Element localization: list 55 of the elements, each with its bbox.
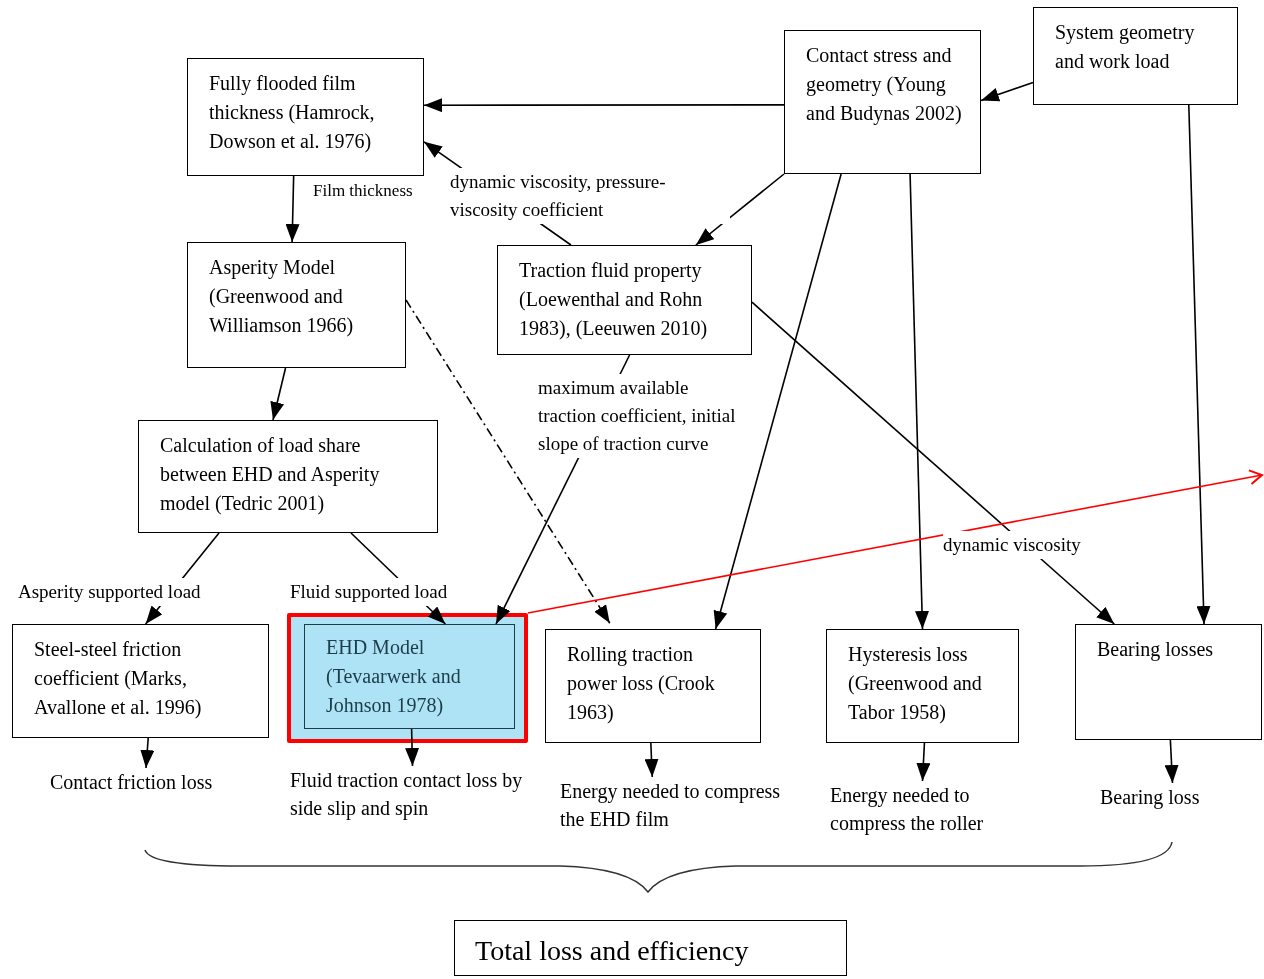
process-box [1033,7,1238,105]
highlight-frame [287,613,528,743]
model-box [304,624,515,729]
result-text: Energy needed to compress the EHD film [560,777,785,833]
arrow [140,737,155,769]
box-text: EHD Model (Tevaarwerk and Johnson 1978) [326,635,462,719]
box-text: Bearing losses [1097,637,1214,663]
arrow [980,81,1034,102]
box-text: Contact stress and geometry (Young and Budynas 2002) [806,43,963,127]
box-text: Fully flooded film thickness (Hamrock, Dowson et al. 1976) [209,71,376,155]
arrow [423,141,572,246]
box-text: Traction fluid property (Loewenthal and Rohn 1983), (Leeuwen 2010) [519,258,709,342]
box-text: Calculation of load share between EHD and Asperity model (Tedric 2001) [160,433,381,517]
result-text: Fluid traction contact loss by side slip and spin [290,766,535,826]
edge-label: maximum available traction coefficient, initial slope of traction curve [538,374,738,458]
box-text: System geometry and work load [1055,20,1196,74]
box-text: Total loss and efficiency [475,934,749,968]
edge-label: Asperity supported load [18,578,201,606]
process-box [138,420,438,533]
arrow [423,98,785,113]
box-text: Asperity Model (Greenwood and Williamson 1966) [209,255,355,339]
edge-label: Fluid supported load [290,578,448,606]
arrow [405,728,420,767]
arrow [527,469,1263,614]
result-text: Bearing loss [1100,783,1225,813]
process-box [1075,624,1262,740]
arrow [695,173,785,246]
process-box [12,624,269,738]
process-box [187,58,424,176]
arrow [285,175,300,243]
edge-label: dynamic viscosity [943,531,1081,559]
arrow [1188,104,1211,625]
arrow [144,532,220,625]
edge-label: dynamic viscosity, pressure-viscosity coefficient [450,168,730,224]
process-box [497,245,752,355]
arrow [495,354,631,625]
process-box [545,629,761,743]
process-box [826,629,1019,743]
arrow [350,532,447,625]
process-box [187,242,406,368]
arrow [751,301,1116,625]
result-text: Contact friction loss [50,768,250,798]
arrow [644,742,659,778]
arrow [1164,739,1179,784]
arrow [916,742,931,782]
arrow [270,367,287,421]
box-text: Steel-steel friction coefficient (Marks, Avallone et al. 1996) [34,637,203,721]
process-box [784,30,981,174]
arrow [909,173,929,630]
result-text: Energy needed to compress the roller [830,781,1015,837]
result-box [454,920,847,976]
box-text: Hysteresis loss (Greenwood and Tabor 1958) [848,642,983,726]
arrow [713,173,842,630]
dashed-arrow [405,299,611,625]
box-text: Rolling traction power loss (Crook 1963) [567,642,716,725]
